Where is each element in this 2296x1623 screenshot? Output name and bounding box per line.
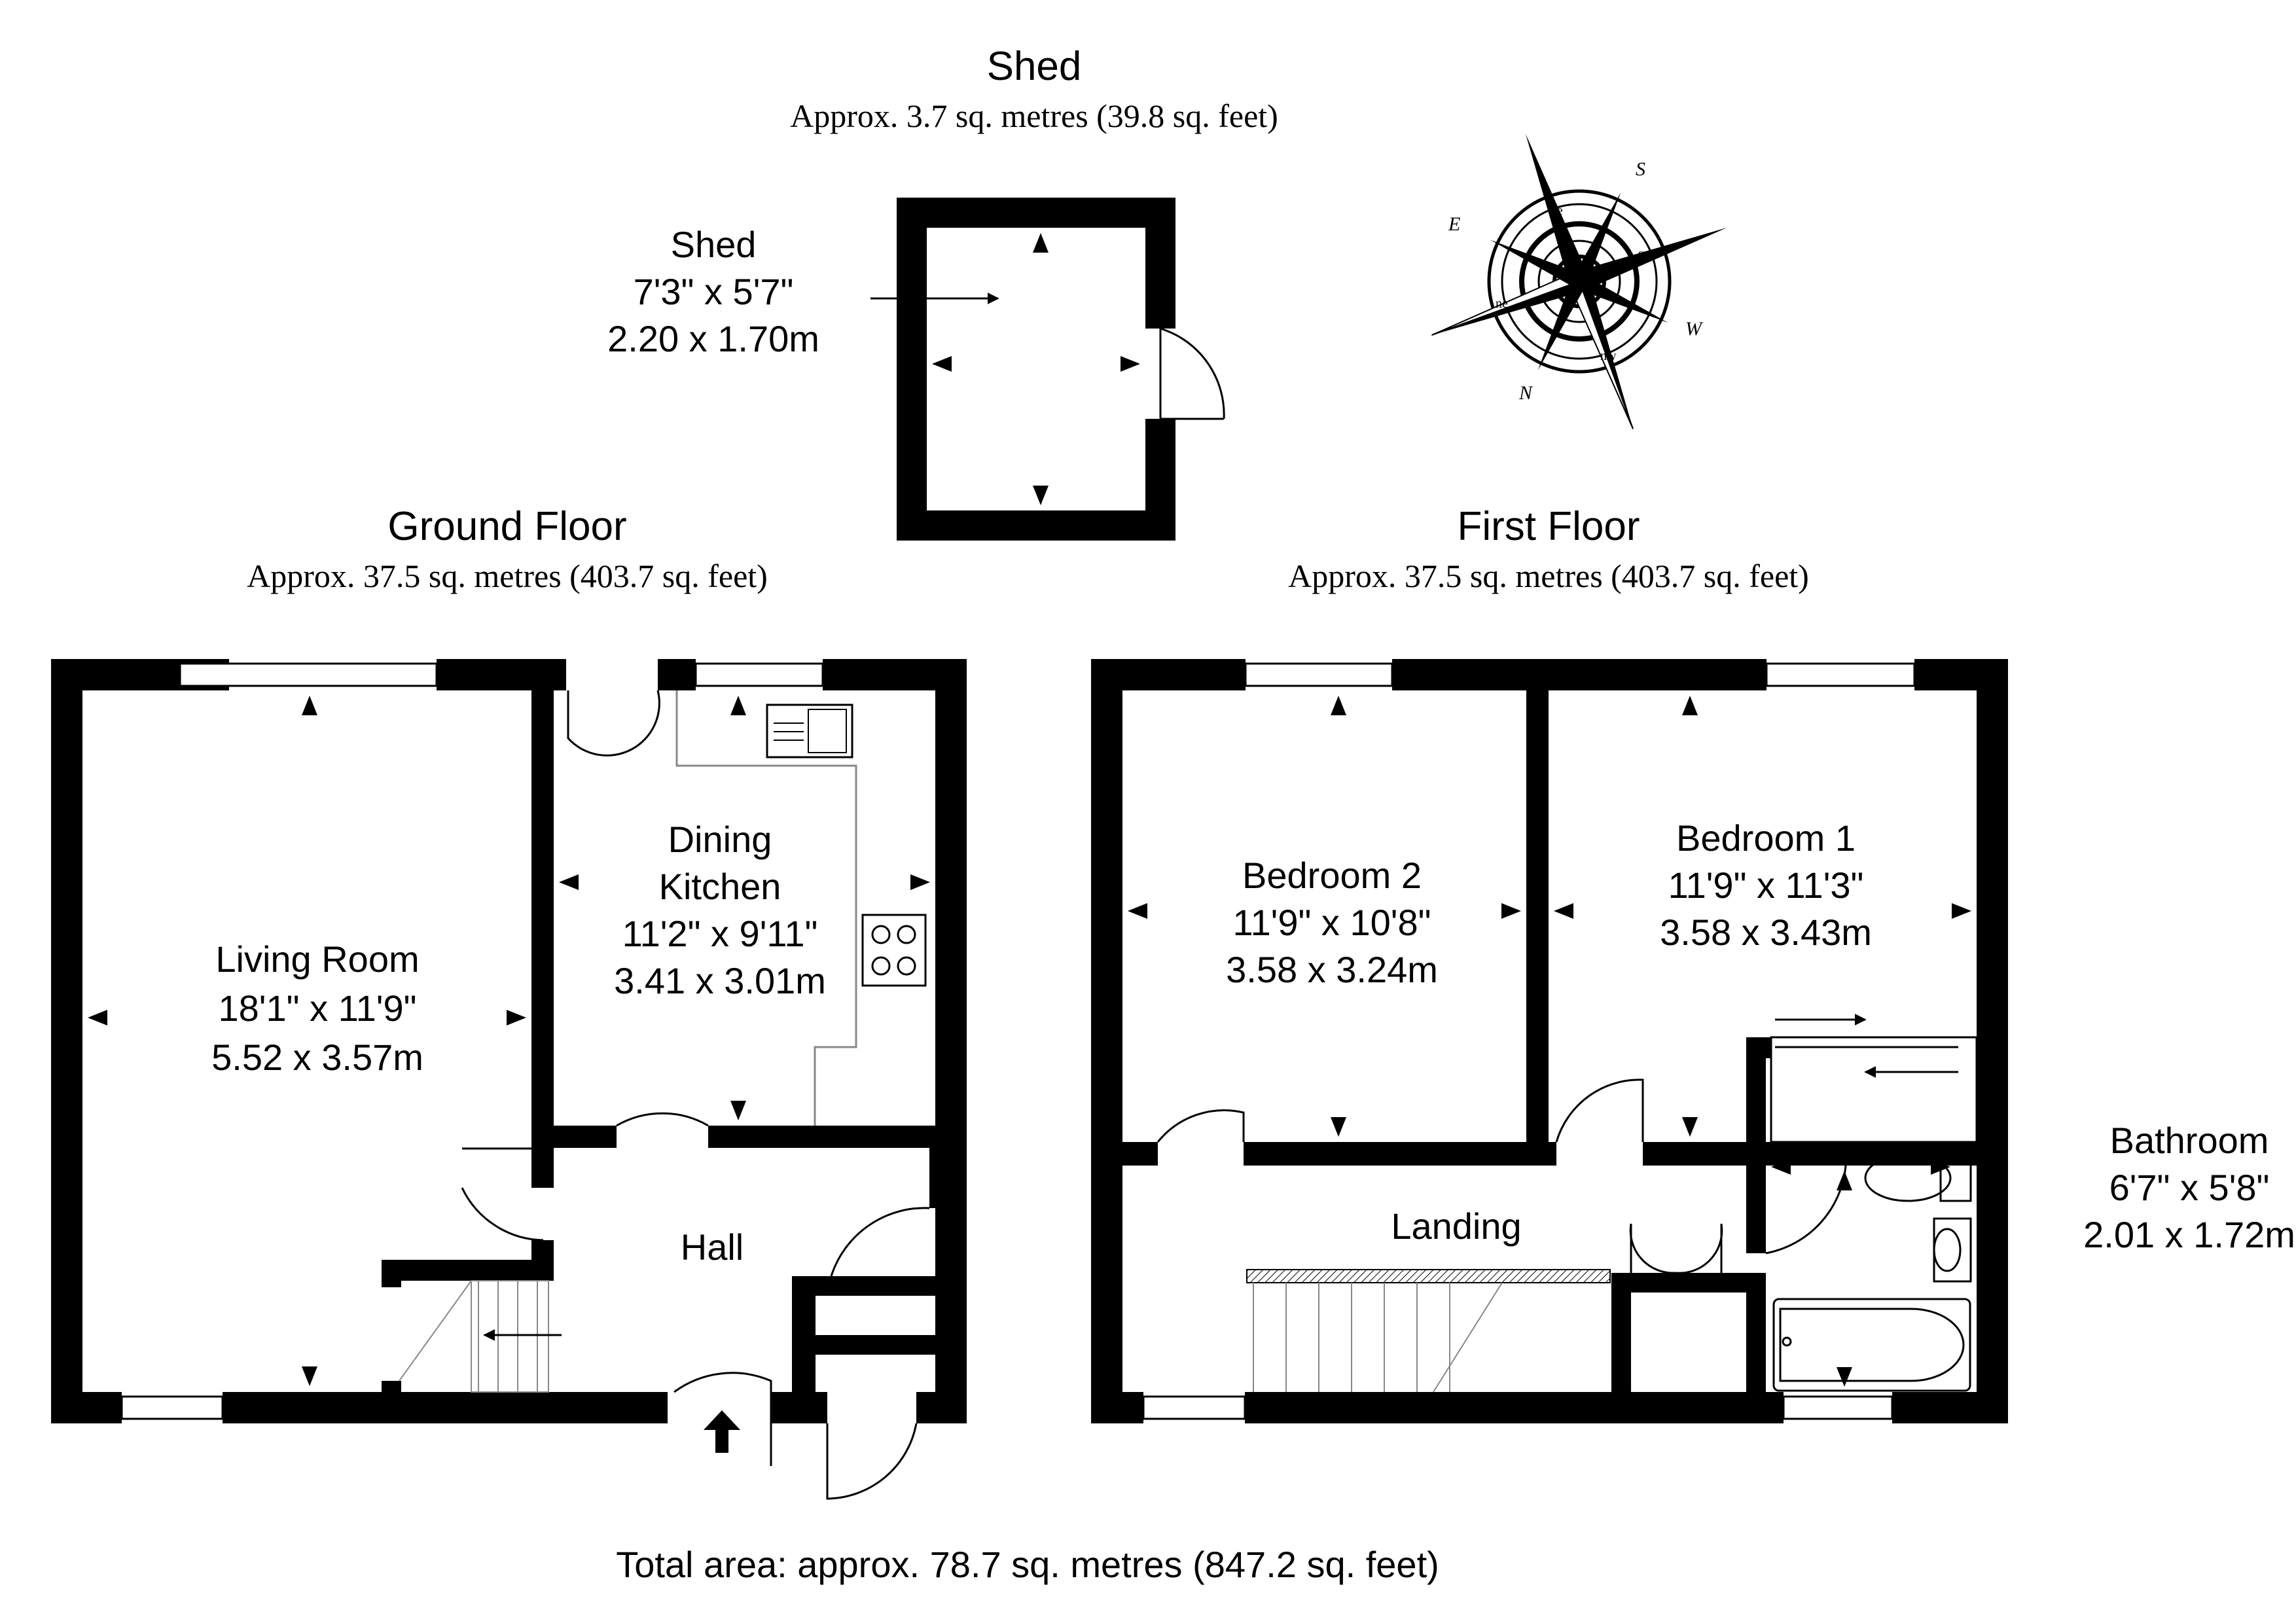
bathroom-name: Bathroom xyxy=(2110,1120,2269,1161)
compass-nw: nw xyxy=(1600,349,1617,363)
shed-title: Shed xyxy=(987,44,1082,89)
first-stairs xyxy=(1246,1269,1611,1393)
bathroom-label: Bathroom 6'7" x 5'8" 2.01 x 1.72m xyxy=(2083,1120,2295,1255)
shed-plan xyxy=(870,198,1225,541)
bedroom-1-dim-metric: 3.58 x 3.43m xyxy=(1660,912,1872,953)
bedroom-1-label: Bedroom 1 11'9" x 11'3" 3.58 x 3.43m xyxy=(1660,817,1872,953)
first-floor-title: First Floor xyxy=(1458,504,1640,549)
dining-kitchen-dim-imperial: 11'2" x 9'11" xyxy=(622,913,818,954)
hob-icon xyxy=(861,914,927,987)
living-room-window xyxy=(179,662,438,687)
dining-kitchen-name-1: Dining xyxy=(668,819,772,860)
ground-floor-title: Ground Floor xyxy=(387,504,626,549)
shed-area: Approx. 3.7 sq. metres (39.8 sq. feet) xyxy=(790,98,1278,134)
living-room-front-window xyxy=(120,1395,224,1420)
bath-icon xyxy=(1772,1298,1971,1392)
bedroom-1-dim-imperial: 11'9" x 11'3" xyxy=(1668,865,1864,906)
compass-s: S xyxy=(1636,158,1645,180)
bathroom-dim-metric: 2.01 x 1.72m xyxy=(2083,1214,2295,1255)
bedroom-1-name: Bedroom 1 xyxy=(1676,817,1856,859)
bedroom-2-dim-imperial: 11'9" x 10'8" xyxy=(1233,902,1431,943)
ground-floor-area: Approx. 37.5 sq. metres (403.7 sq. feet) xyxy=(247,558,768,594)
entrance-arrow-icon xyxy=(704,1410,740,1453)
dining-kitchen-name-2: Kitchen xyxy=(659,866,781,907)
dining-kitchen-label: Dining Kitchen 11'2" x 9'11" 3.41 x 3.01… xyxy=(614,819,826,1001)
bedroom-2-window xyxy=(1244,662,1393,687)
shed-dim-imperial: 7'3" x 5'7" xyxy=(634,271,794,312)
landing-window xyxy=(1142,1395,1246,1420)
compass-sw: sw xyxy=(1638,247,1653,261)
living-room-dim-metric: 5.52 x 3.57m xyxy=(211,1037,423,1078)
shed-room-name: Shed xyxy=(671,224,757,265)
ground-stairs xyxy=(399,1280,562,1393)
living-room-dim-imperial: 18'1" x 11'9" xyxy=(219,988,417,1029)
compass-ne: ne xyxy=(1496,296,1508,311)
bathroom-window xyxy=(1782,1395,1893,1420)
bedroom-2-dim-metric: 3.58 x 3.24m xyxy=(1226,949,1438,990)
ground-floor-plan xyxy=(51,659,967,1500)
living-room-name: Living Room xyxy=(215,938,419,980)
first-floor-plan xyxy=(1091,659,2008,1423)
compass-se: se xyxy=(1552,204,1563,218)
bathroom-dim-imperial: 6'7" x 5'8" xyxy=(2109,1167,2270,1208)
landing-label: Landing xyxy=(1391,1205,1521,1247)
toilet-icon xyxy=(1939,1141,1972,1202)
dining-kitchen-dim-metric: 3.41 x 3.01m xyxy=(614,960,826,1001)
bedroom-2-name: Bedroom 2 xyxy=(1242,855,1422,896)
shed-room-label: Shed 7'3" x 5'7" 2.20 x 1.70m xyxy=(607,224,819,359)
shed-dim-metric: 2.20 x 1.70m xyxy=(607,318,819,359)
living-room-label: Living Room 18'1" x 11'9" 5.52 x 3.57m xyxy=(211,938,423,1078)
total-area: Total area: approx. 78.7 sq. metres (847… xyxy=(616,1544,1439,1585)
compass-n: N xyxy=(1518,382,1534,404)
first-floor-area: Approx. 37.5 sq. metres (403.7 sq. feet) xyxy=(1288,558,1809,594)
compass-w: W xyxy=(1685,318,1704,340)
kitchen-window xyxy=(694,662,824,687)
compass-e: E xyxy=(1448,213,1460,235)
hall-label: Hall xyxy=(681,1226,744,1268)
bedroom-1-window xyxy=(1765,662,1916,687)
bedroom-2-label: Bedroom 2 11'9" x 10'8" 3.58 x 3.24m xyxy=(1226,855,1438,990)
basin-icon xyxy=(1933,1217,1972,1283)
compass-rose-icon: S E W N se sw ne nw xyxy=(1431,134,1727,429)
